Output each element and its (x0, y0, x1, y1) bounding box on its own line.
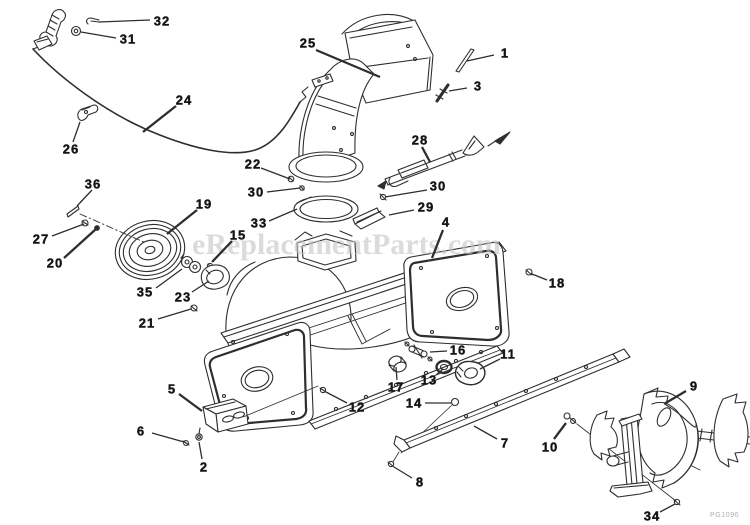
control-cable-drawing (32, 45, 309, 154)
part-label-36[interactable]: 36 (84, 176, 102, 192)
part-label-13[interactable]: 13 (420, 372, 438, 388)
pin-3-drawing (435, 83, 450, 103)
cable-bracket-26-drawing (77, 104, 99, 121)
part-label-15[interactable]: 15 (229, 227, 247, 243)
part-label-1[interactable]: 1 (500, 45, 510, 61)
part-label-32[interactable]: 32 (153, 13, 171, 29)
bolt-34-drawing (673, 498, 681, 506)
washer-2-drawing (195, 427, 203, 441)
part-label-14[interactable]: 14 (405, 395, 423, 411)
part-label-8[interactable]: 8 (415, 474, 425, 490)
part-label-20[interactable]: 20 (46, 255, 64, 271)
chute-ring-33-drawing (293, 195, 359, 223)
part-label-31[interactable]: 31 (119, 31, 137, 47)
part-label-30[interactable]: 30 (429, 178, 447, 194)
part-label-35[interactable]: 35 (136, 284, 154, 300)
rod-1-drawing (455, 48, 475, 73)
part-label-22[interactable]: 22 (244, 156, 262, 172)
part-label-4[interactable]: 4 (441, 214, 451, 230)
bearing-11-drawing (454, 360, 486, 386)
pin-36-drawing (66, 205, 80, 218)
part-label-34[interactable]: 34 (643, 508, 661, 524)
part-label-9[interactable]: 9 (689, 378, 699, 394)
diagram-code-text: PG1096 (710, 512, 740, 519)
hook-bolt-32-drawing (86, 17, 100, 25)
part-label-12[interactable]: 12 (348, 399, 366, 415)
part-label-33[interactable]: 33 (250, 215, 268, 231)
bracket-29-drawing (352, 207, 386, 230)
chute-25-drawing (288, 14, 434, 183)
part-label-11[interactable]: 11 (500, 346, 516, 362)
fitting-16-drawing (404, 341, 433, 362)
right-side-plate-drawing (403, 241, 510, 347)
idler-35-drawing (180, 253, 202, 274)
bolt-12-drawing (319, 386, 327, 394)
screw-27-drawing (81, 219, 89, 227)
auger-9-drawing (589, 387, 750, 498)
bolt-18-drawing (525, 268, 533, 276)
part-label-28[interactable]: 28 (411, 132, 429, 148)
part-label-3[interactable]: 3 (473, 78, 483, 94)
axis-dash-line (79, 213, 147, 244)
skid-bracket-5-drawing (202, 385, 319, 433)
bolt-21-drawing (190, 304, 198, 312)
part-label-18[interactable]: 18 (548, 275, 566, 291)
part-label-6[interactable]: 6 (136, 423, 146, 439)
part-label-30[interactable]: 30 (247, 184, 265, 200)
part-label-2[interactable]: 2 (199, 459, 209, 475)
washer-31-drawing (70, 25, 82, 37)
part-label-27[interactable]: 27 (32, 231, 50, 247)
part-label-25[interactable]: 25 (299, 35, 317, 51)
watermark-text: eReplacementParts.com (192, 228, 502, 261)
part-label-23[interactable]: 23 (174, 289, 192, 305)
lever-drawing (33, 9, 66, 51)
part-label-7[interactable]: 7 (500, 435, 510, 451)
part-label-19[interactable]: 19 (195, 196, 213, 212)
part-label-29[interactable]: 29 (417, 199, 435, 215)
part-label-5[interactable]: 5 (167, 381, 177, 397)
part-label-10[interactable]: 10 (541, 439, 559, 455)
scraper-bar-7-drawing (392, 348, 631, 463)
part-label-16[interactable]: 16 (449, 342, 467, 358)
bolt-8-drawing (387, 460, 395, 468)
part-label-21[interactable]: 21 (138, 315, 156, 331)
part-label-17[interactable]: 17 (387, 379, 405, 395)
part-label-26[interactable]: 26 (62, 141, 80, 157)
ring-13-drawing (435, 359, 453, 375)
part-label-24[interactable]: 24 (175, 92, 193, 108)
chute-crank-28-drawing (377, 131, 511, 190)
